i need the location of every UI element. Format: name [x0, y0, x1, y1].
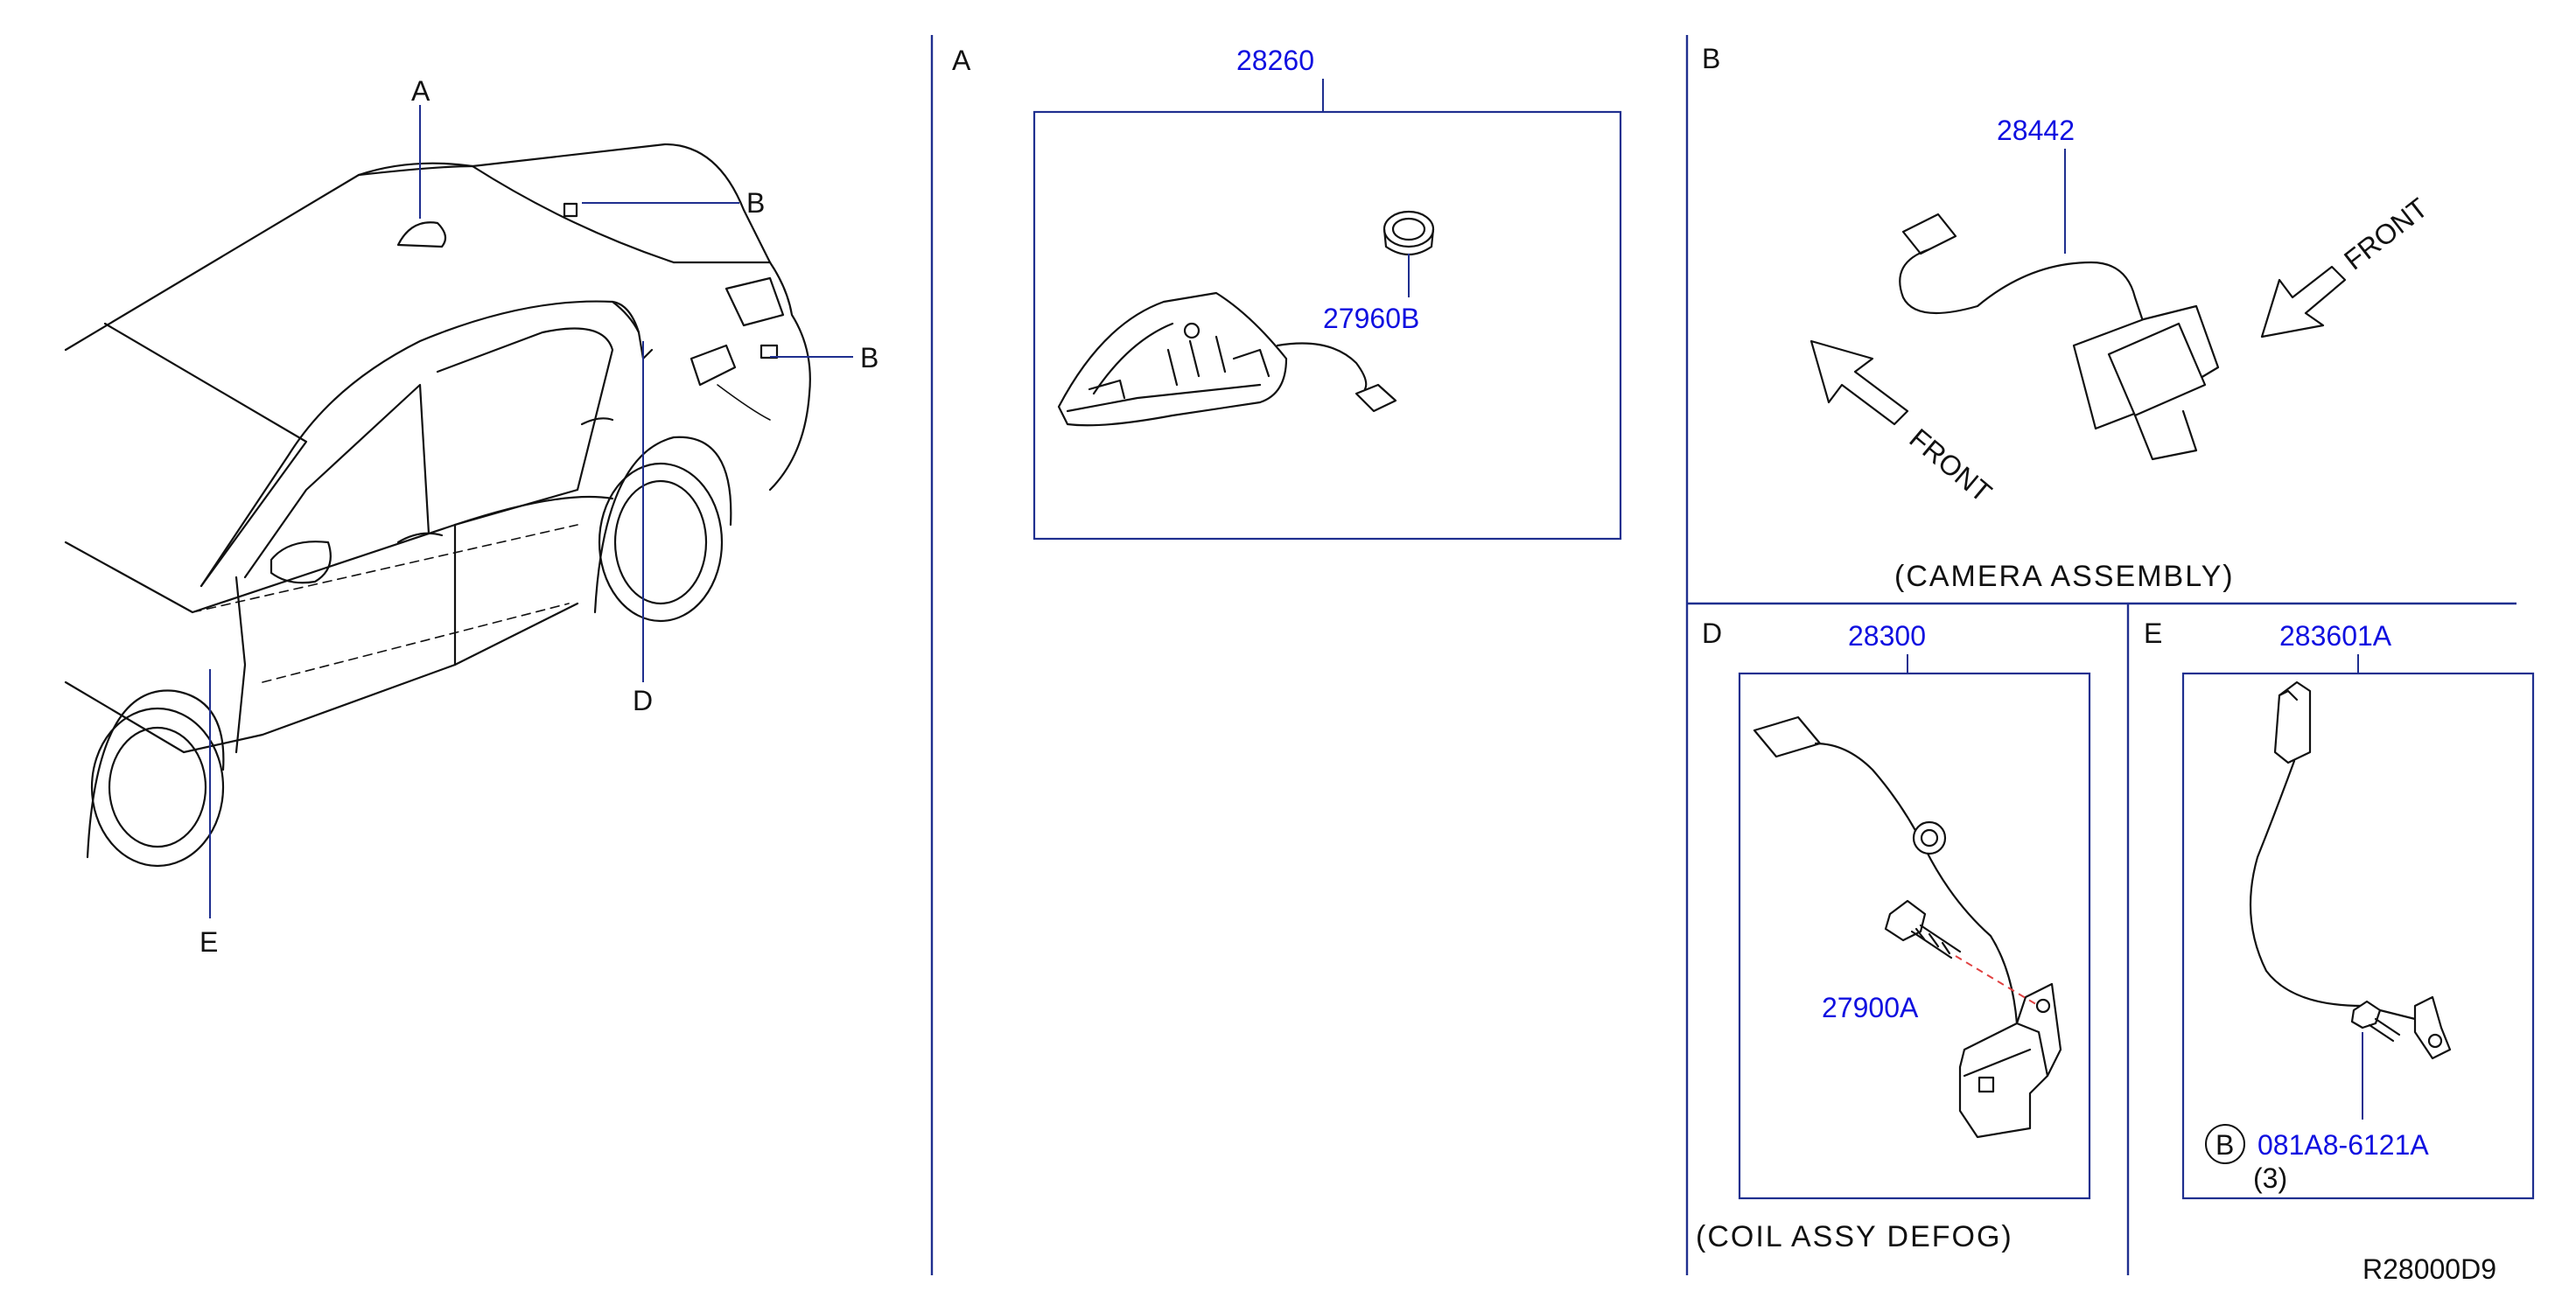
diagram-code: R28000D9 — [2362, 1253, 2496, 1285]
front-label-left: FRONT — [1904, 422, 1998, 508]
defog-coil-part[interactable] — [1753, 715, 2062, 1139]
bolt-symbol-letter: B — [2216, 1129, 2234, 1161]
caption-camera-assembly: (CAMERA ASSEMBLY) — [1894, 560, 2235, 593]
section-a-letter: A — [952, 45, 971, 76]
harness-283601a-part[interactable] — [2249, 680, 2452, 1060]
vehicle-callout-leaders — [209, 105, 853, 918]
part-number-28442[interactable]: 28442 — [1997, 115, 2075, 146]
part-number-27900a[interactable]: 27900A — [1822, 992, 1919, 1023]
callout-b-upper: B — [746, 187, 765, 219]
antenna-nut-part[interactable] — [1382, 210, 1435, 256]
section-d-letter: D — [1702, 618, 1722, 649]
part-number-28300[interactable]: 28300 — [1848, 620, 1926, 652]
section-e-frame — [2181, 672, 2535, 1200]
bolt-081a8-6121a-part[interactable] — [2350, 1000, 2401, 1043]
section-b: B 28442 FRONT FRONT (CAMERA ASSEMBLY) — [1702, 43, 2433, 593]
section-d: D 28300 27900A (COIL ASSY DEFOG) — [1696, 618, 2091, 1253]
panel-dividers — [930, 35, 2516, 1275]
caption-coil-assy-defog: (COIL ASSY DEFOG) — [1696, 1220, 2013, 1253]
roof-antenna-part[interactable] — [1057, 291, 1397, 427]
callout-d: D — [633, 685, 653, 716]
section-e: E 283601A B 081A8-6121A (3) — [2144, 618, 2535, 1200]
front-arrow-right — [2260, 265, 2347, 338]
section-d-frame — [1738, 672, 2091, 1200]
callout-e: E — [200, 926, 218, 958]
car-body-outline — [64, 143, 811, 868]
callout-b-lower: B — [860, 342, 878, 373]
bolt-quantity: (3) — [2253, 1162, 2287, 1194]
part-number-27960b[interactable]: 27960B — [1323, 303, 1419, 334]
section-a-frame — [1032, 110, 1622, 541]
bolt-symbol-circle: B — [2205, 1124, 2245, 1164]
part-number-28260[interactable]: 28260 — [1236, 45, 1314, 76]
front-arrow-left — [1810, 339, 1909, 426]
section-a: A 28260 27960B — [952, 45, 1622, 541]
vehicle-overview: A B B D E — [64, 75, 878, 958]
bolt-27900a-part[interactable] — [1884, 899, 1962, 960]
front-label-right: FRONT — [2338, 192, 2433, 276]
part-number-283601a[interactable]: 283601A — [2279, 620, 2392, 652]
part-number-081a8-6121a[interactable]: 081A8-6121A — [2258, 1129, 2429, 1161]
section-e-letter: E — [2144, 618, 2162, 649]
camera-assembly-part[interactable] — [1899, 213, 2220, 461]
callout-a: A — [411, 75, 430, 107]
section-b-letter: B — [1702, 43, 1720, 74]
